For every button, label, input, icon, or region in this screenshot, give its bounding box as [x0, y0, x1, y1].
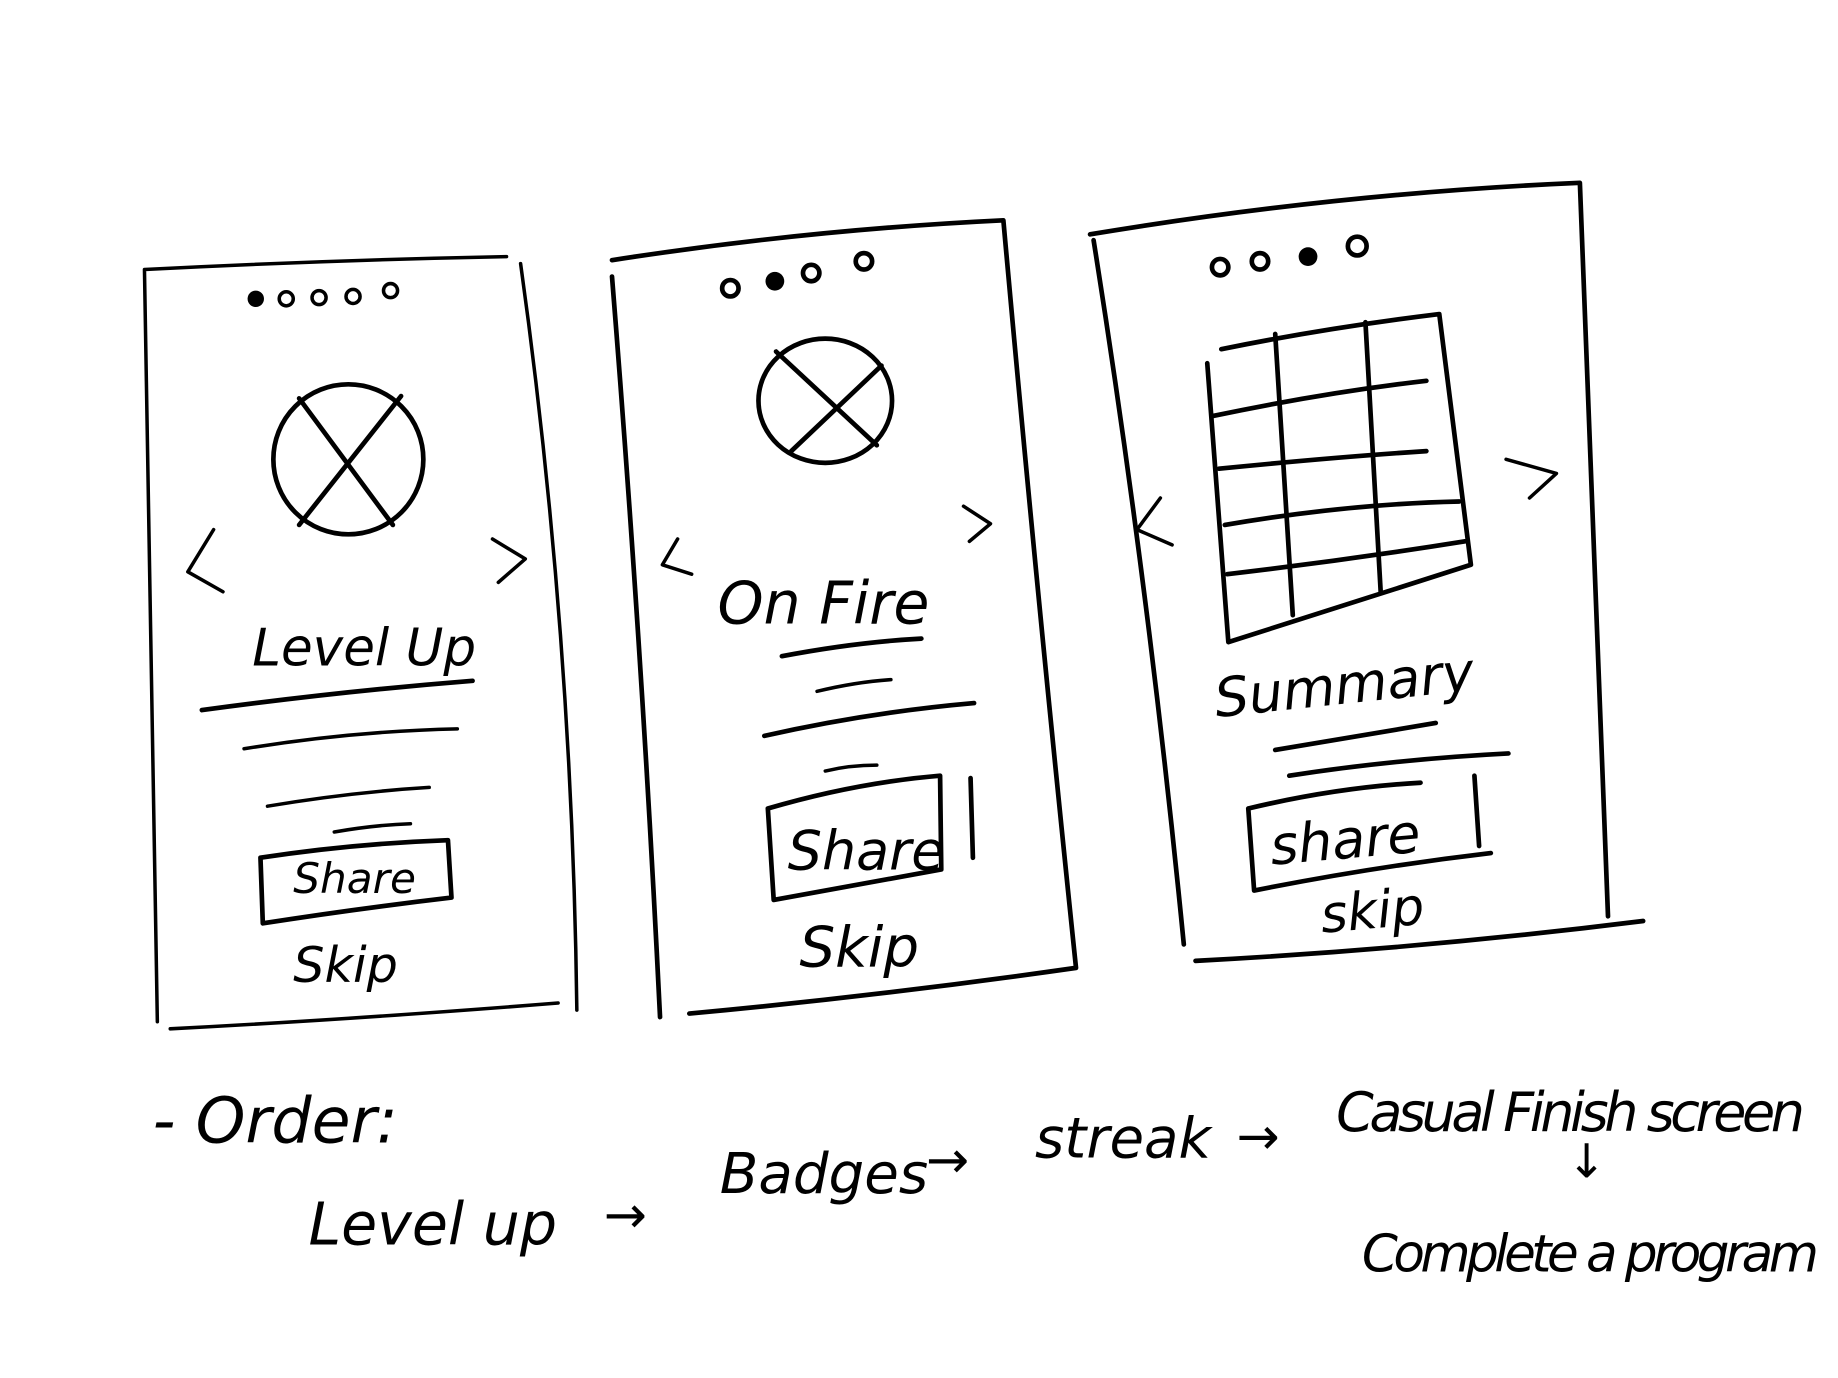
page-dot — [277, 290, 296, 308]
page-dots — [719, 250, 875, 299]
screen-summary: Summary share skip — [1087, 180, 1646, 964]
order-heading: - Order: — [153, 1083, 398, 1157]
chevron-right-icon[interactable] — [490, 537, 528, 585]
share-button[interactable]: Share — [258, 837, 454, 926]
screen-title: Level Up — [252, 619, 476, 679]
chevron-left-icon[interactable] — [660, 537, 694, 576]
summary-grid-table — [1204, 311, 1474, 645]
page-dot — [1249, 250, 1271, 272]
screen-level-up: Level Up Share Skip — [142, 254, 579, 1031]
flow-step-casual-finish-screen: Casual Finish screen — [1336, 1081, 1805, 1144]
flow-step-level-up: Level up — [309, 1190, 558, 1258]
page-dot — [853, 250, 875, 272]
text-placeholder-lines — [761, 636, 977, 773]
page-dots — [247, 281, 400, 308]
page-dot — [381, 281, 400, 300]
page-dot — [344, 287, 362, 306]
chevron-right-icon[interactable] — [961, 504, 993, 544]
image-placeholder-icon — [756, 336, 895, 466]
share-button-label: Share — [788, 819, 945, 882]
page-dot — [1345, 234, 1369, 258]
page-dot — [800, 262, 822, 284]
skip-link[interactable]: skip — [1318, 877, 1427, 946]
phone-frame — [142, 254, 579, 1031]
page-dot-active — [1298, 247, 1318, 266]
page-dot-active — [765, 271, 785, 291]
flow-arrow-right: → — [926, 1131, 969, 1191]
chevron-left-icon[interactable] — [1135, 496, 1174, 547]
flow-step-complete-a-program: Complete a program — [1362, 1224, 1819, 1284]
screen-title: On Fire — [717, 569, 929, 637]
phone-frame — [609, 217, 1079, 1020]
page-dot — [1209, 256, 1231, 278]
phone-frame — [1087, 180, 1646, 964]
chevron-left-icon[interactable] — [186, 527, 225, 594]
share-button-label: Share — [293, 854, 416, 903]
page-dots — [1209, 234, 1369, 278]
text-placeholder-lines — [1272, 720, 1511, 779]
chevron-right-icon[interactable] — [1504, 457, 1559, 500]
screen-title: Summary — [1211, 640, 1478, 730]
share-button[interactable]: share — [1245, 773, 1494, 893]
screen-on-fire: On Fire Share Skip — [609, 217, 1079, 1020]
order-notes: - Order: Level up → Badges → streak → Ca… — [153, 1081, 1819, 1285]
page-dot — [310, 288, 328, 307]
flow-arrow-down: ↓ — [1567, 1135, 1606, 1190]
flow-arrow-right: → — [1237, 1107, 1280, 1167]
image-placeholder-icon — [271, 381, 426, 537]
skip-link[interactable]: Skip — [799, 916, 919, 981]
page-dot-active — [247, 290, 264, 308]
flow-step-badges: Badges — [720, 1142, 928, 1207]
share-button[interactable]: Share — [765, 773, 976, 903]
flow-step-streak: streak — [1035, 1107, 1214, 1172]
page-dot — [719, 277, 741, 299]
share-button-label: share — [1267, 802, 1422, 878]
flow-arrow-right: → — [604, 1186, 647, 1246]
text-placeholder-lines — [199, 678, 475, 834]
skip-link[interactable]: Skip — [293, 936, 398, 994]
